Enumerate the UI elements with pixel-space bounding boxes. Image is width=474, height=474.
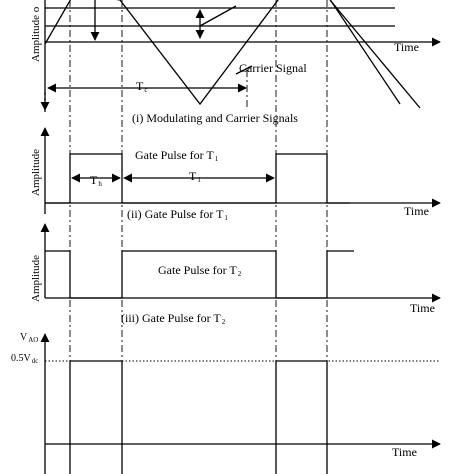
panel-1-drawing — [40, 0, 441, 112]
p1-ylabel: Amplitude o — [30, 6, 42, 62]
gate-pulse-t1-wave — [45, 153, 350, 204]
t1-label: T1 — [189, 169, 201, 184]
p3-caption: (iii) Gate Pulse for T2 — [121, 311, 226, 326]
panel-4-drawing — [40, 333, 441, 474]
p3-ylabel: Amplitude — [30, 254, 42, 302]
carrier-triangle-wave — [44, 0, 401, 106]
carrier-second-branch — [329, 0, 421, 109]
output-voltage-wave-2 — [275, 360, 328, 474]
output-voltage-wave — [69, 360, 123, 474]
gate-pulse-t2-wave — [45, 250, 354, 299]
p1-caption: (i) Modulating and Carrier Signals — [132, 111, 298, 125]
vdc-label: 0.5Vdc — [11, 353, 39, 365]
vao-label: VAO — [20, 332, 39, 344]
p2-caption: (ii) Gate Pulse for T1 — [127, 207, 228, 222]
gate-pulse-t1-label: Gate Pulse for T1 — [135, 148, 219, 163]
p3-time-label: Time — [410, 301, 435, 315]
p1-time-label: Time — [394, 40, 419, 54]
p1-carrier-pointer — [235, 65, 253, 75]
panel-3-drawing — [40, 223, 441, 303]
gate-pulse-t2-label: Gate Pulse for T2 — [158, 263, 242, 278]
p2-time-label: Time — [404, 204, 429, 218]
panel-2-drawing — [40, 127, 441, 214]
tc-label: Tc — [136, 79, 148, 94]
carrier-signal-label: Carrier Signal — [239, 61, 307, 75]
th-label: Th — [90, 173, 102, 188]
p1-level-tick — [199, 5, 237, 27]
p2-ylabel: Amplitude — [30, 148, 42, 196]
p4-time-label: Time — [392, 445, 417, 459]
